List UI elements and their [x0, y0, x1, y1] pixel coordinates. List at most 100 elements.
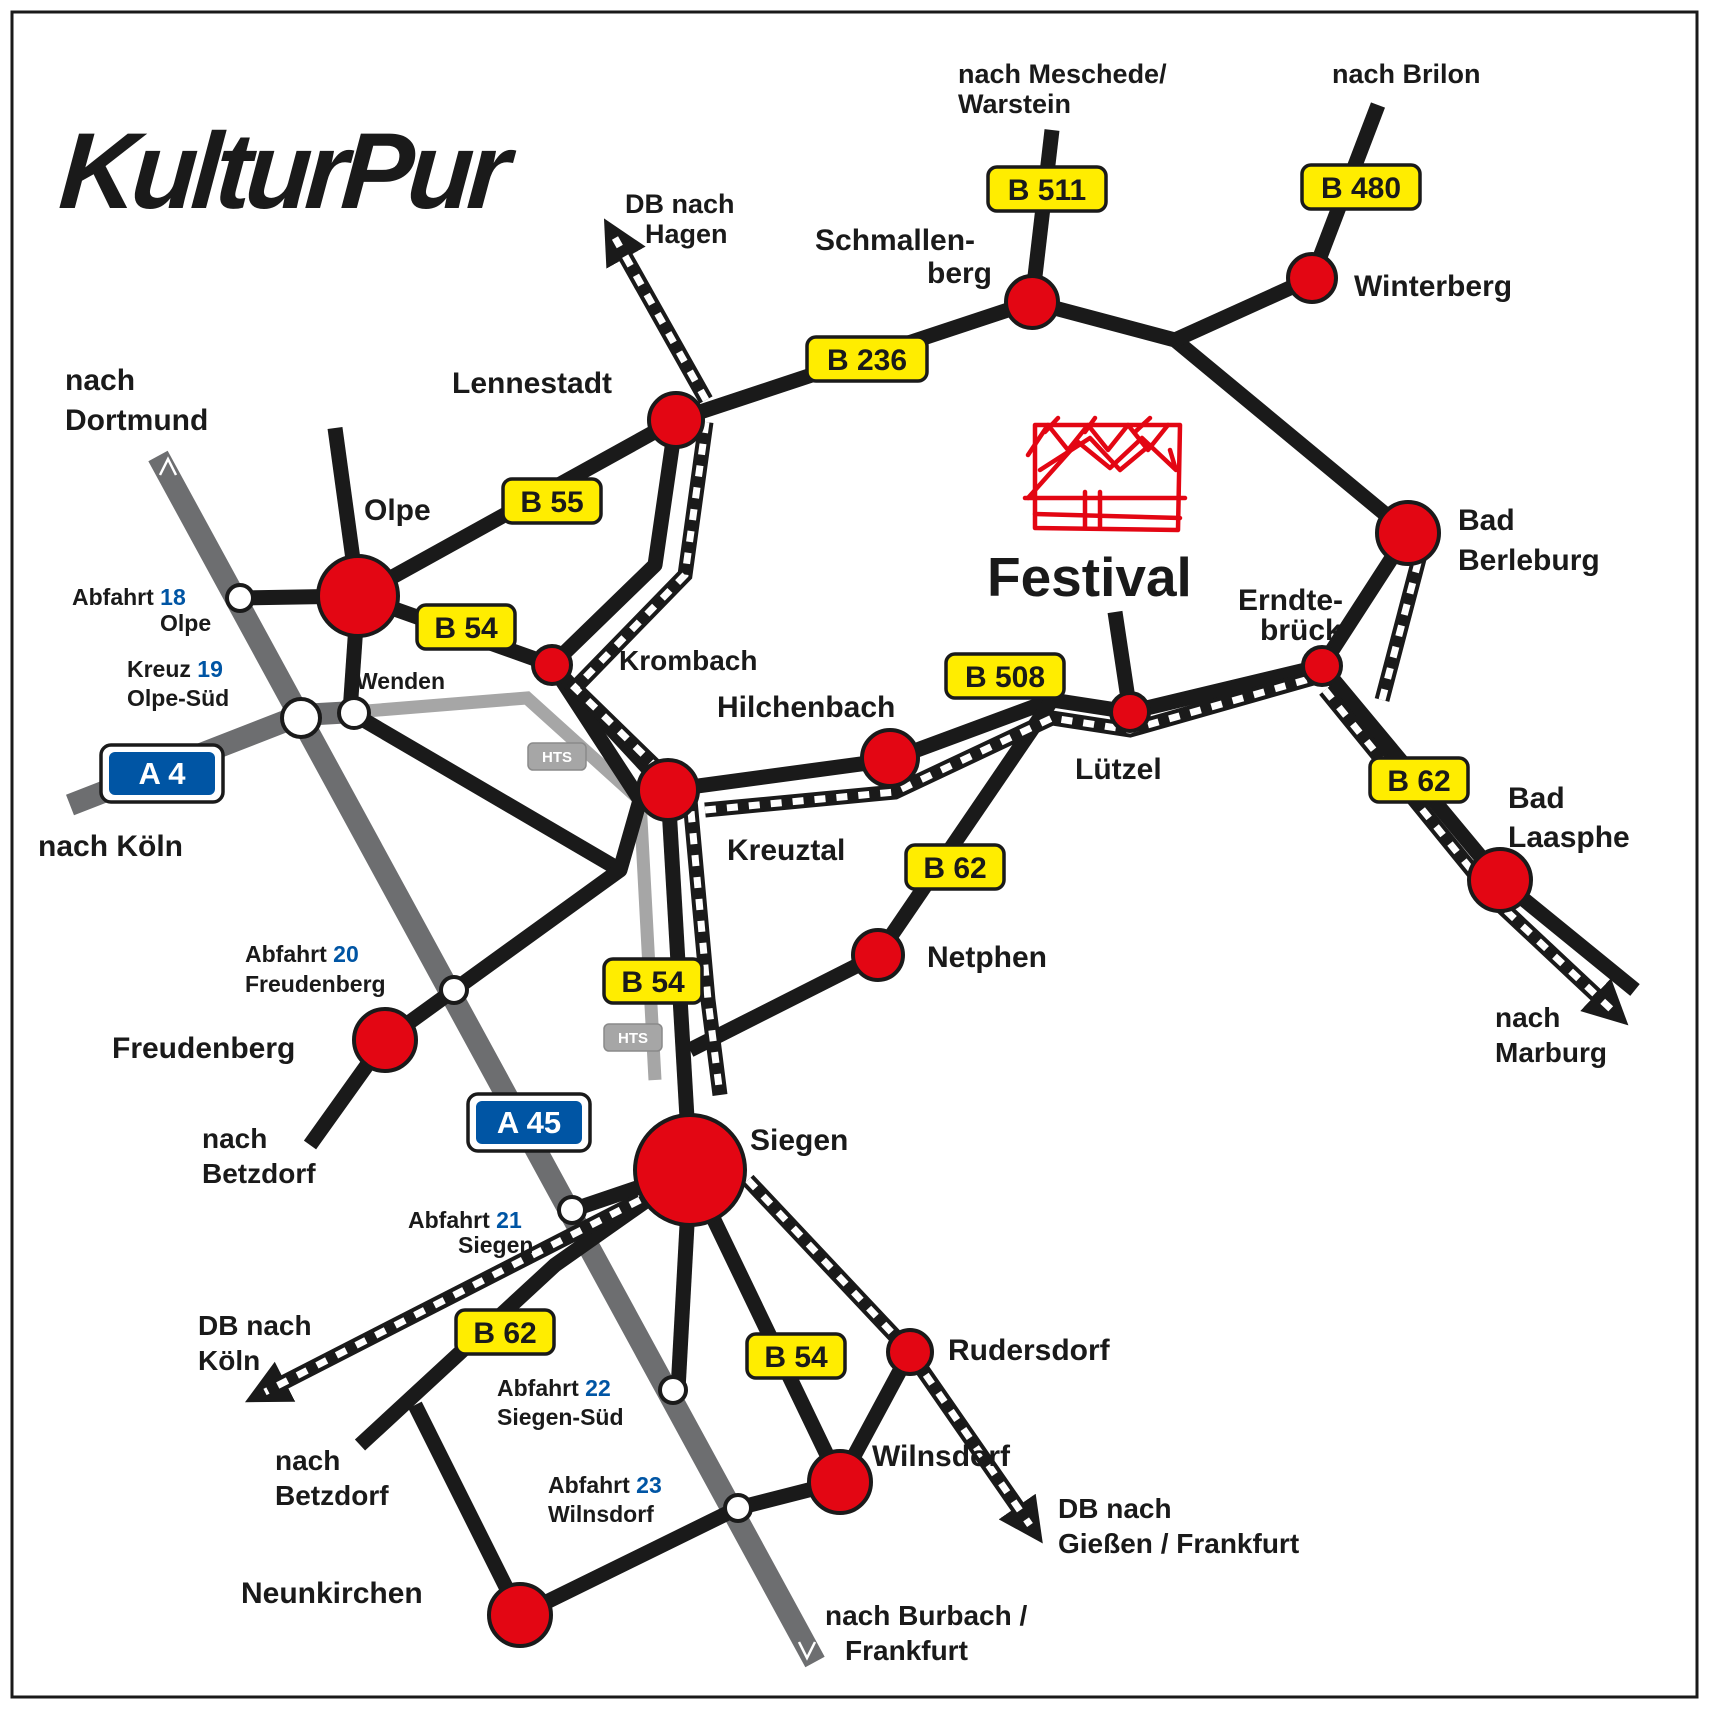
- label-siegen: Siegen: [750, 1124, 848, 1157]
- town-netphen-marker: [851, 928, 905, 982]
- label-erndtebrueck-2: brück: [1260, 614, 1342, 647]
- kulturpur-logo: KulturPur: [56, 110, 519, 231]
- dir-db-koeln-1: DB nach: [198, 1310, 312, 1341]
- rail-kreuztal-erndtebrueck-fg: [704, 672, 1321, 814]
- shield-a4: A 4: [99, 743, 225, 804]
- svg-text:B 511: B 511: [1008, 174, 1086, 207]
- town-rudersdorf-marker: [886, 1328, 934, 1376]
- label-winterberg: Winterberg: [1354, 270, 1512, 303]
- shield-b480: B 480: [1300, 163, 1422, 211]
- town-wilnsdorf-marker: [807, 1449, 873, 1515]
- town-markers: [316, 252, 1533, 1648]
- exit-20-marker: [439, 975, 469, 1005]
- town-lennestadt-marker: [647, 391, 705, 449]
- map-frame: [10, 10, 1699, 1699]
- svg-text:B 62: B 62: [1387, 765, 1450, 798]
- exit-18-name: Olpe: [160, 610, 211, 636]
- road-b62-netphen: [871, 695, 1059, 960]
- label-bad-berleburg-1: Bad: [1458, 504, 1515, 537]
- town-siegen-marker: [633, 1113, 747, 1227]
- label-lennestadt: Lennestadt: [452, 367, 612, 400]
- exit-21-name: Siegen: [458, 1232, 533, 1258]
- dir-brilon: nach Brilon: [1332, 59, 1481, 89]
- rail-hagen-fg: [570, 421, 724, 1096]
- town-bad-laasphe-marker: [1467, 847, 1533, 913]
- exit-23-marker: [723, 1493, 753, 1523]
- svg-text:B 54: B 54: [764, 1341, 828, 1374]
- exit-19-name: Olpe-Süd: [127, 685, 229, 711]
- rail-bad-berleburg-fg: [1378, 554, 1424, 701]
- exit-labels: Abfahrt 18 Olpe Kreuz 19 Olpe-Süd Abfahr…: [72, 584, 662, 1527]
- label-bad-laasphe-2: Laasphe: [1508, 821, 1630, 854]
- a45-south-chevron: [797, 1641, 817, 1661]
- road-krombach-freudenberg: [303, 660, 648, 1150]
- town-olpe-marker: [316, 554, 400, 638]
- hts-box-north: HTS: [527, 742, 587, 771]
- exit-20-label: Abfahrt 20: [245, 941, 359, 967]
- dir-marburg-2: Marburg: [1495, 1037, 1607, 1068]
- svg-text:B 236: B 236: [827, 344, 907, 377]
- exit-19-label: Kreuz 19: [127, 656, 223, 682]
- svg-text:B 62: B 62: [923, 852, 986, 885]
- shield-b236: B 236: [805, 335, 929, 383]
- label-wenden: Wenden: [356, 668, 445, 694]
- exit-22-label: Abfahrt 22: [497, 1375, 611, 1401]
- shield-a45: A 45: [466, 1092, 592, 1153]
- shield-b62-east: B 62: [1368, 756, 1470, 804]
- b-road-shields: B 511 B 480 B 236 B 55 B 54 B 508 B 62 B…: [415, 163, 1470, 1380]
- exit-23-name: Wilnsdorf: [548, 1501, 654, 1527]
- shield-b54-south: B 54: [745, 1332, 847, 1380]
- dir-marburg-1: nach: [1495, 1002, 1560, 1033]
- label-krombach: Krombach: [619, 645, 757, 676]
- dir-burbach-1: nach Burbach /: [825, 1600, 1027, 1631]
- svg-text:B 54: B 54: [434, 612, 498, 645]
- svg-text:B 54: B 54: [621, 966, 685, 999]
- rail-hagen-spur-fg: [611, 236, 710, 402]
- label-bad-berleburg-2: Berleburg: [1458, 544, 1600, 577]
- dir-db-hagen-2: Hagen: [645, 219, 728, 249]
- dir-betzdorf-a-2: Betzdorf: [202, 1158, 316, 1189]
- svg-text:HTS: HTS: [618, 1030, 648, 1047]
- dir-meschede-2: Warstein: [958, 89, 1071, 119]
- freeway-exits: [225, 583, 753, 1523]
- shield-b54-mid: B 54: [602, 957, 704, 1005]
- dir-db-giessen-1: DB nach: [1058, 1493, 1172, 1524]
- town-freudenberg-marker: [352, 1007, 418, 1073]
- rail-koeln-fg: [263, 1196, 642, 1396]
- exit-22-name: Siegen-Süd: [497, 1404, 624, 1430]
- label-neunkirchen: Neunkirchen: [241, 1577, 423, 1610]
- festival-house-icon: [1022, 415, 1188, 533]
- svg-text:B 480: B 480: [1321, 172, 1401, 205]
- town-luetzel-marker: [1109, 691, 1151, 733]
- exit-18-label: Abfahrt 18: [72, 584, 186, 610]
- town-hilchenbach-marker: [860, 728, 920, 788]
- wenden-marker: [337, 696, 371, 730]
- dir-dortmund-1: nach: [65, 364, 135, 397]
- hts-box-south: HTS: [603, 1023, 663, 1052]
- rail-giessen-fg: [745, 1177, 1033, 1527]
- exit-18-marker: [225, 583, 255, 613]
- label-schmallenberg-2: berg: [927, 257, 992, 290]
- exit-21-label: Abfahrt 21: [408, 1207, 522, 1233]
- shield-b511: B 511: [986, 165, 1108, 213]
- shield-b55: B 55: [501, 477, 603, 525]
- exit-21-marker: [557, 1195, 587, 1225]
- svg-text:B 508: B 508: [965, 661, 1045, 694]
- label-schmallenberg-1: Schmallen-: [815, 224, 975, 257]
- svg-text:A 4: A 4: [138, 756, 186, 791]
- dir-dortmund-2: Dortmund: [65, 404, 208, 437]
- road-wenden-junction: [346, 705, 624, 877]
- a45-north-chevron: [158, 456, 178, 476]
- a45-line: [148, 450, 825, 1668]
- label-luetzel: Lützel: [1075, 753, 1162, 786]
- direction-labels: nach Dortmund nach Köln nach Meschede/ W…: [38, 59, 1607, 1666]
- dir-burbach-2: Frankfurt: [845, 1635, 968, 1666]
- town-schmallenberg-marker: [1004, 274, 1060, 330]
- town-erndtebrueck-marker: [1301, 645, 1343, 687]
- svg-text:A 45: A 45: [497, 1105, 561, 1140]
- road-b511: [1024, 129, 1060, 303]
- label-bad-laasphe-1: Bad: [1508, 782, 1565, 815]
- exit-22-marker: [658, 1375, 688, 1405]
- town-neunkirchen-marker: [487, 1582, 553, 1648]
- town-krombach-marker: [531, 644, 573, 686]
